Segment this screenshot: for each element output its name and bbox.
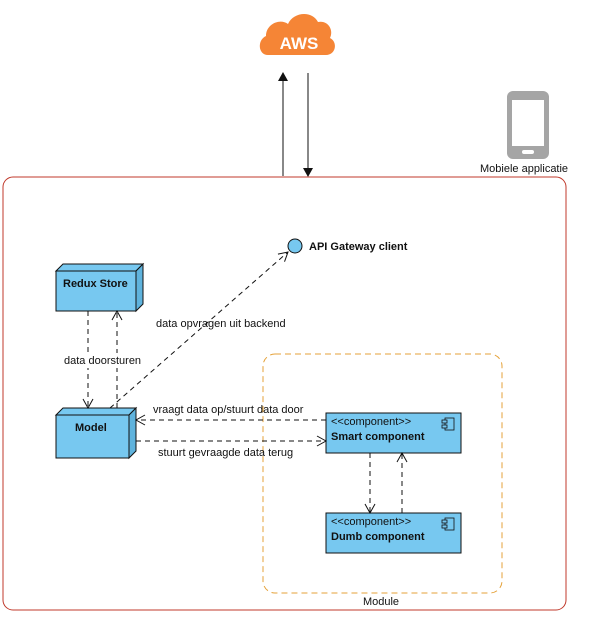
module-boundary [262,353,503,594]
dumb-component-node [325,512,462,554]
edge-smart-to-model-label: vraagt data op/stuurt data door [153,404,304,416]
edge-label-backdrop [62,353,152,368]
aws-cloud-icon: AWS [259,13,335,55]
redux-store-node [54,262,145,313]
device-label: Mobiele applicatie [480,163,568,175]
edge-store-model-label: data doorsturen [64,355,141,367]
model-label: Model [75,422,107,434]
api-gateway-node [287,238,303,254]
smartphone-icon [507,91,549,159]
model-node [54,406,138,460]
smart-component-node [325,412,462,454]
edge-model-to-smart-label: stuurt gevraagde data terug [158,447,293,459]
dumb-component-label: Dumb component [331,531,425,543]
module-label: Module [363,596,399,608]
edge-model-to-api [109,251,289,409]
dumb-component-stereotype: <<component>> [331,516,411,528]
aws-label: AWS [280,34,319,53]
component-icon [441,417,455,431]
api-gateway-label: API Gateway client [309,241,408,253]
smart-component-label: Smart component [331,431,425,443]
smart-component-stereotype: <<component>> [331,416,411,428]
app-container [2,176,567,611]
redux-store-label: Redux Store [63,278,128,290]
component-icon [441,517,455,531]
edge-model-to-api-label: data opvragen uit backend [156,318,286,330]
